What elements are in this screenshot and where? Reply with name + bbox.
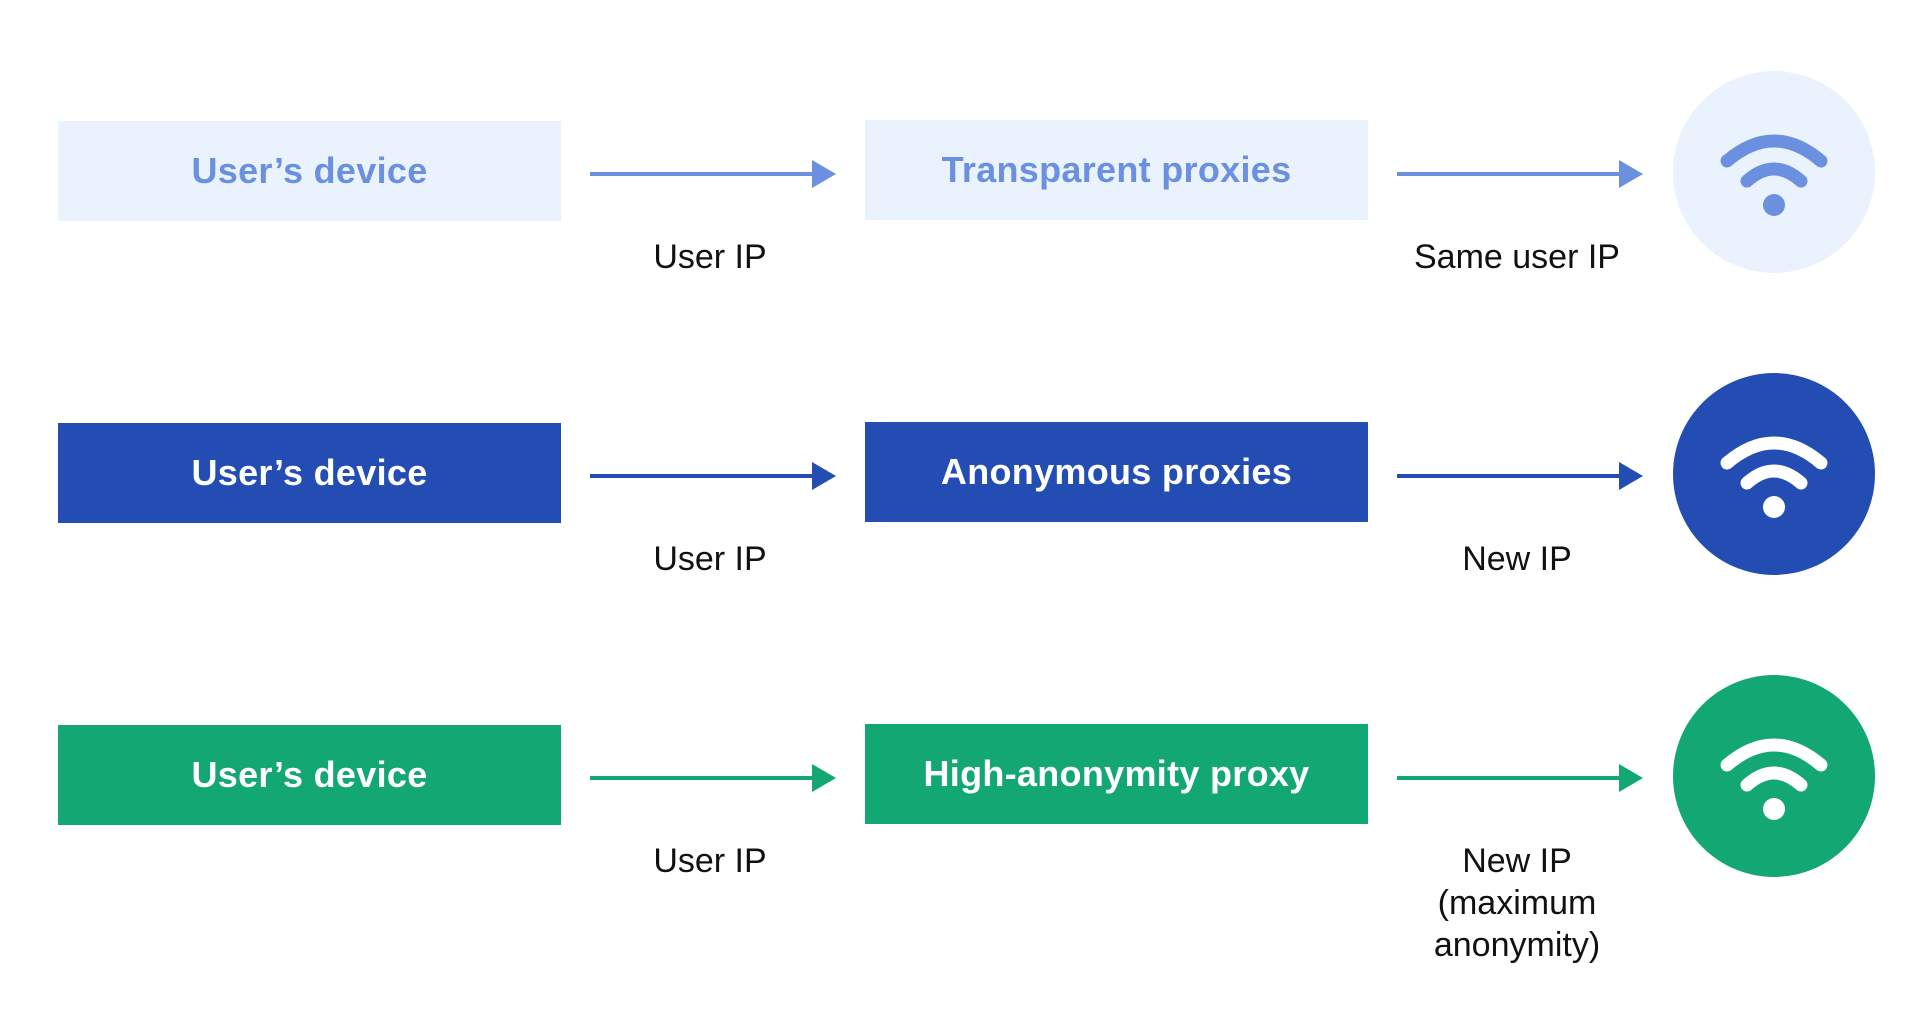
wifi-icon xyxy=(1720,134,1828,216)
in-label: User IP xyxy=(653,842,767,880)
wifi-icon xyxy=(1720,436,1828,518)
proxy-label: High-anonymity proxy xyxy=(923,753,1310,794)
arrow-proxy-to-internet xyxy=(1397,159,1643,189)
device-label: User’s device xyxy=(191,754,428,795)
arrow-proxy-to-internet xyxy=(1397,461,1643,491)
proxy-box-elite: High-anonymity proxy xyxy=(865,724,1368,824)
device-label: User’s device xyxy=(191,150,428,191)
out-label-line: anonymity) xyxy=(1433,926,1601,964)
internet-circle-transparent xyxy=(1673,71,1875,273)
device-box-elite: User’s device xyxy=(58,725,561,825)
device-label: User’s device xyxy=(191,452,428,493)
wifi-icon xyxy=(1720,738,1828,820)
in-label: User IP xyxy=(653,238,767,276)
arrow-device-to-proxy xyxy=(590,461,836,491)
arrow-device-to-proxy xyxy=(590,159,836,189)
proxy-label: Transparent proxies xyxy=(941,149,1292,190)
device-box-transparent: User’s device xyxy=(58,121,561,221)
proxy-label: Anonymous proxies xyxy=(940,451,1293,492)
device-box-anonymous: User’s device xyxy=(58,423,561,523)
out-label: New IP xyxy=(1462,540,1572,578)
internet-circle-elite xyxy=(1673,675,1875,877)
out-label: New IP (maximum anonymity) xyxy=(1377,840,1657,966)
internet-circle-anonymous xyxy=(1673,373,1875,575)
out-label-line: New IP xyxy=(1462,842,1572,880)
out-label: Same user IP xyxy=(1414,238,1620,276)
proxy-box-anonymous: Anonymous proxies xyxy=(865,422,1368,522)
arrow-proxy-to-internet xyxy=(1397,763,1643,793)
proxy-box-transparent: Transparent proxies xyxy=(865,120,1368,220)
in-label: User IP xyxy=(653,540,767,578)
out-label-line: (maximum xyxy=(1437,884,1597,922)
arrow-device-to-proxy xyxy=(590,763,836,793)
